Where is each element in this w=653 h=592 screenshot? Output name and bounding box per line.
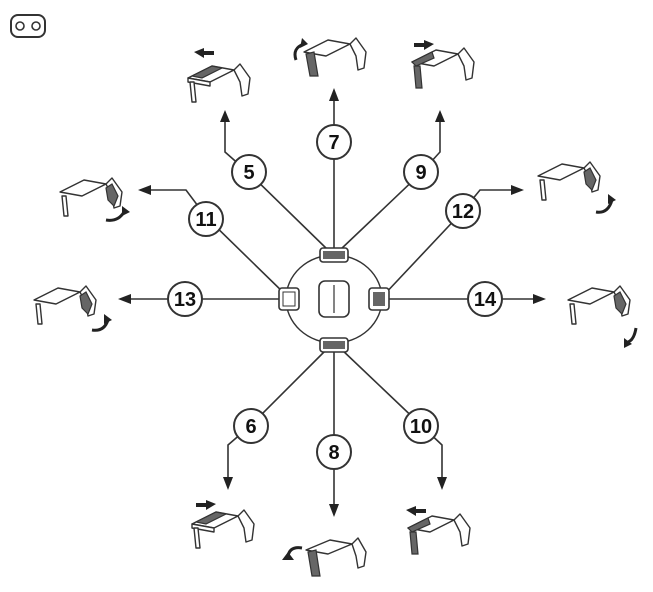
callout-14: 14 [467, 281, 503, 317]
seat-switch-cluster-icon [278, 247, 390, 353]
callout-9: 9 [403, 154, 439, 190]
seat-recline-rotate-icon [282, 537, 367, 577]
callout-10: 10 [403, 408, 439, 444]
callout-11: 11 [188, 201, 224, 237]
callout-6: 6 [233, 408, 269, 444]
callout-7: 7 [316, 124, 352, 160]
two-dot-switch-icon [10, 14, 46, 38]
callout-label: 12 [452, 201, 474, 223]
callout-label: 11 [195, 209, 216, 231]
seat-backrest-forward-icon [187, 48, 251, 103]
callout-5: 5 [231, 154, 267, 190]
callout-label: 13 [174, 289, 196, 311]
seat-slide-backward-icon [191, 500, 255, 549]
callout-12: 12 [445, 193, 481, 229]
callout-label: 5 [243, 162, 254, 184]
seat-cushion-front-rotate-icon [537, 161, 616, 214]
callout-label: 14 [474, 289, 497, 311]
seat-recline-rotate-icon [293, 37, 367, 77]
callout-label: 9 [415, 162, 426, 184]
callout-8: 8 [316, 434, 352, 470]
callout-label: 10 [410, 416, 432, 438]
seat-cushion-tilt-icon [567, 285, 638, 348]
seat-backrest-backward-icon [410, 40, 475, 89]
callout-label: 6 [245, 416, 256, 438]
seat-cushion-front-rotate-icon [59, 177, 130, 222]
callout-13: 13 [167, 281, 203, 317]
callout-label: 8 [328, 442, 339, 464]
seat-cushion-tilt-icon [33, 285, 112, 332]
callout-label: 7 [328, 132, 339, 154]
seat-slide-forward-icon [406, 506, 471, 555]
